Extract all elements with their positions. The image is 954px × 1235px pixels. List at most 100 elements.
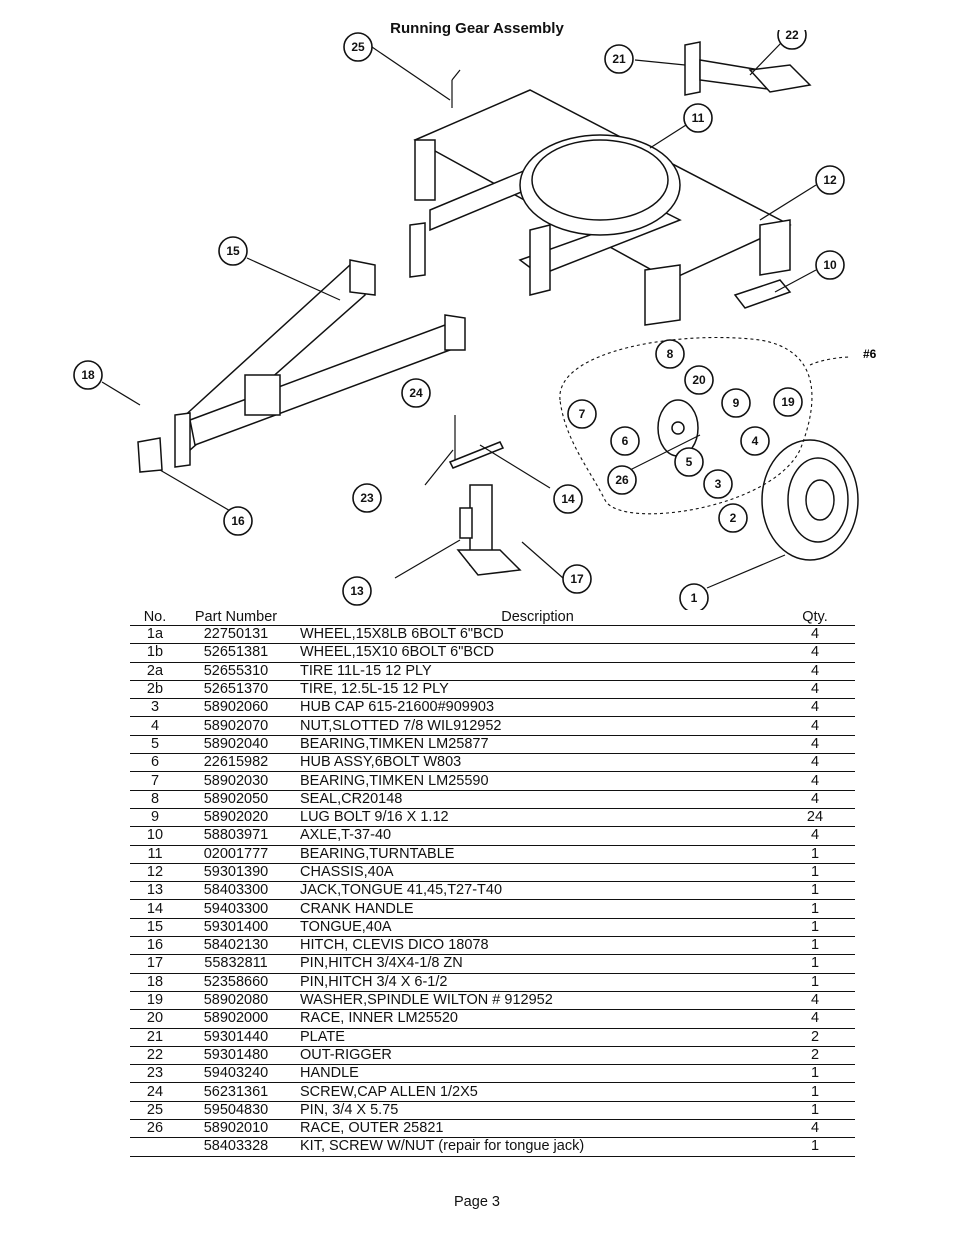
callout-6: 6 <box>610 426 640 456</box>
cell-qty: 4 <box>775 1119 855 1139</box>
page-title: Running Gear Assembly <box>390 20 564 37</box>
svg-text:25: 25 <box>351 40 365 54</box>
svg-text:13: 13 <box>350 584 364 598</box>
cell-qty: 1 <box>775 899 855 919</box>
cell-description: JACK,TONGUE 41,45,T27-T40 <box>292 881 775 901</box>
svg-text:26: 26 <box>615 473 629 487</box>
cell-no: 4 <box>130 716 180 736</box>
cell-no: 3 <box>130 698 180 718</box>
cell-qty: 1 <box>775 1101 855 1121</box>
cell-part-number: 52651381 <box>180 643 292 663</box>
hub-group-label: #6 <box>863 347 877 361</box>
svg-text:6: 6 <box>622 434 629 448</box>
cell-description: HITCH, CLEVIS DICO 18078 <box>292 936 775 956</box>
svg-text:2: 2 <box>730 511 737 525</box>
cell-no: 17 <box>130 954 180 974</box>
cell-no: 20 <box>130 1009 180 1029</box>
leader-lines <box>101 41 817 589</box>
callout-11: 11 <box>683 103 713 133</box>
cell-part-number: 58902010 <box>180 1119 292 1139</box>
cell-qty: 4 <box>775 991 855 1011</box>
cell-part-number: 52358660 <box>180 973 292 992</box>
cell-part-number: 55832811 <box>180 954 292 974</box>
cell-no: 10 <box>130 826 180 846</box>
cell-part-number: 58902050 <box>180 790 292 809</box>
svg-text:22: 22 <box>785 30 799 42</box>
cell-qty: 1 <box>775 936 855 956</box>
cell-part-number: 58902070 <box>180 716 292 736</box>
callout-4: 4 <box>740 426 770 456</box>
cell-description: SCREW,CAP ALLEN 1/2X5 <box>292 1082 775 1102</box>
cell-no: 7 <box>130 771 180 791</box>
cell-qty: 4 <box>775 1009 855 1029</box>
cell-no: 8 <box>130 790 180 809</box>
callout-15: 15 <box>218 236 248 266</box>
cell-part-number: 58403328 <box>180 1137 292 1157</box>
cell-description: PIN,HITCH 3/4 X 6-1/2 <box>292 973 775 992</box>
cell-qty: 1 <box>775 863 855 883</box>
cell-description: PIN,HITCH 3/4X4-1/8 ZN <box>292 954 775 974</box>
cell-qty: 1 <box>775 1064 855 1084</box>
page-number: Page 3 <box>454 1194 500 1210</box>
svg-text:24: 24 <box>409 386 423 400</box>
svg-text:7: 7 <box>579 407 586 421</box>
callout-19: 19 <box>773 387 803 417</box>
jack-drawing <box>448 415 522 576</box>
cell-description: BEARING,TURNTABLE <box>292 845 775 864</box>
cell-description: PIN, 3/4 X 5.75 <box>292 1101 775 1121</box>
cell-description: TONGUE,40A <box>292 918 775 938</box>
callout-9: 9 <box>721 388 751 418</box>
svg-text:12: 12 <box>823 173 837 187</box>
svg-text:21: 21 <box>612 52 626 66</box>
cell-no: 24 <box>130 1082 180 1102</box>
cell-qty: 4 <box>775 735 855 755</box>
cell-description: OUT-RIGGER <box>292 1046 775 1066</box>
svg-text:4: 4 <box>752 434 759 448</box>
cell-no: 12 <box>130 863 180 883</box>
pin-drawing <box>451 69 461 108</box>
svg-text:8: 8 <box>667 347 674 361</box>
cell-part-number: 58902030 <box>180 771 292 791</box>
cell-qty: 4 <box>775 790 855 809</box>
cell-part-number: 58902080 <box>180 991 292 1011</box>
callout-18: 18 <box>73 360 103 390</box>
callout-16: 16 <box>223 506 253 536</box>
cell-no: 1a <box>130 625 180 645</box>
cell-description: NUT,SLOTTED 7/8 WIL912952 <box>292 716 775 736</box>
cell-no: 14 <box>130 899 180 919</box>
cell-qty: 4 <box>775 662 855 681</box>
hub-group-outline: #6 <box>559 336 877 515</box>
cell-qty: 4 <box>775 826 855 846</box>
cell-no: 25 <box>130 1101 180 1121</box>
svg-text:10: 10 <box>823 258 837 272</box>
svg-text:18: 18 <box>81 368 95 382</box>
cell-no: 23 <box>130 1064 180 1084</box>
cell-no: 16 <box>130 936 180 956</box>
cell-no: 26 <box>130 1119 180 1139</box>
cell-description: HANDLE <box>292 1064 775 1084</box>
tongue-drawing <box>174 259 466 468</box>
cell-no: 1b <box>130 643 180 663</box>
callout-14: 14 <box>553 484 583 514</box>
cell-description: HUB CAP 615-21600#909903 <box>292 698 775 718</box>
cell-description: AXLE,T-37-40 <box>292 826 775 846</box>
callout-8: 8 <box>655 339 685 369</box>
svg-text:5: 5 <box>686 455 693 469</box>
callout-23: 23 <box>352 483 382 513</box>
cell-part-number: 59301480 <box>180 1046 292 1066</box>
svg-text:15: 15 <box>226 244 240 258</box>
cell-no: 11 <box>130 845 180 864</box>
svg-text:14: 14 <box>561 492 575 506</box>
